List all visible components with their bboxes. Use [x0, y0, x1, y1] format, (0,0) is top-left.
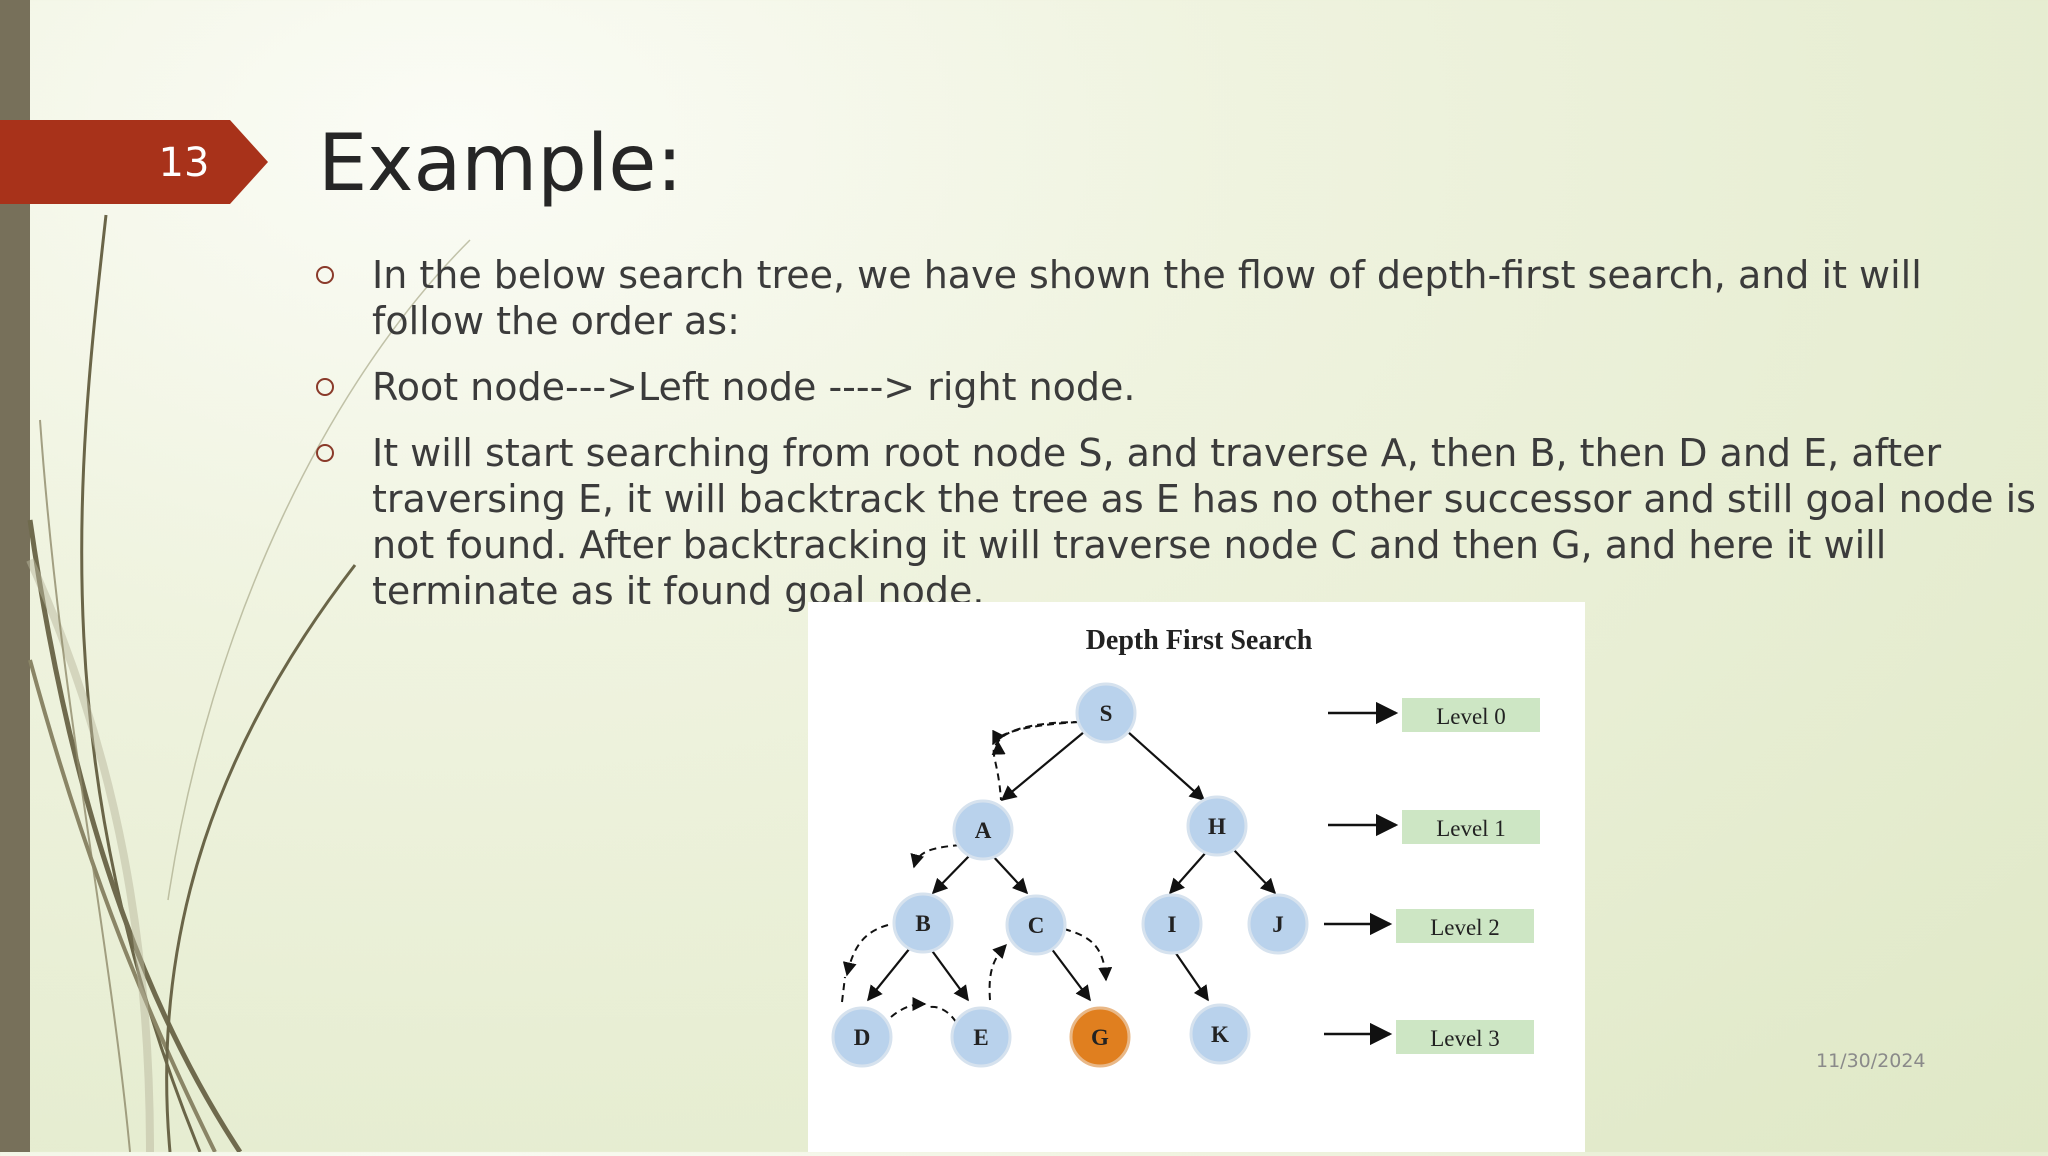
- bullet-text: In the below search tree, we have shown …: [372, 253, 1922, 343]
- tree-node-a: A: [952, 799, 1014, 861]
- node-label: C: [1028, 913, 1045, 938]
- tree-node-j: J: [1247, 893, 1309, 955]
- tree-node-d: D: [831, 1006, 893, 1068]
- dfs-tree-diagram: Depth First Search: [831, 625, 1540, 1068]
- bullet-item: In the below search tree, we have shown …: [316, 252, 2036, 344]
- tree-nodes: S A H B C I J: [831, 682, 1309, 1068]
- tree-node-b: B: [892, 892, 954, 954]
- circle-bullet-icon: [316, 444, 334, 462]
- tree-edges: [867, 731, 1277, 1002]
- tree-node-k: K: [1189, 1003, 1251, 1065]
- tree-node-g-goal: G: [1069, 1006, 1131, 1068]
- node-label: S: [1100, 701, 1113, 726]
- level-0-indicator: Level 0: [1328, 698, 1540, 732]
- circle-bullet-icon: [316, 266, 334, 284]
- slide-title: Example:: [318, 119, 683, 209]
- level-label: Level 1: [1436, 816, 1506, 841]
- level-1-indicator: Level 1: [1328, 810, 1540, 844]
- node-label: K: [1211, 1022, 1229, 1047]
- bullet-text: It will start searching from root node S…: [372, 431, 2036, 613]
- slide-number: 13: [158, 140, 210, 186]
- level-2-indicator: Level 2: [1324, 909, 1534, 943]
- level-indicators: Level 0 Level 1 Level 2 Level 3: [1324, 698, 1540, 1054]
- level-label: Level 0: [1436, 704, 1506, 729]
- dfs-traversal-path: [841, 721, 1113, 1023]
- level-label: Level 3: [1430, 1026, 1500, 1051]
- node-label: H: [1208, 814, 1226, 839]
- tree-node-i: I: [1141, 893, 1203, 955]
- level-3-indicator: Level 3: [1324, 1020, 1534, 1054]
- tree-node-s: S: [1075, 682, 1137, 744]
- bullet-text: Root node--->Left node ----> right node.: [372, 365, 1136, 409]
- node-label: I: [1168, 912, 1177, 937]
- decorative-grass-strokes: [26, 214, 471, 1152]
- bullet-list: In the below search tree, we have shown …: [316, 252, 2036, 634]
- node-label: G: [1091, 1025, 1109, 1050]
- node-label: E: [973, 1025, 988, 1050]
- tree-node-h: H: [1186, 795, 1248, 857]
- tree-node-c: C: [1005, 894, 1067, 956]
- dfs-figure: Depth First Search: [808, 602, 1585, 1152]
- bullet-item: Root node--->Left node ----> right node.: [316, 364, 2036, 410]
- bullet-item: It will start searching from root node S…: [316, 430, 2036, 614]
- node-label: A: [975, 818, 992, 843]
- circle-bullet-icon: [316, 378, 334, 396]
- level-label: Level 2: [1430, 915, 1500, 940]
- tree-node-e: E: [950, 1006, 1012, 1068]
- slide-number-tab: [0, 120, 268, 204]
- node-label: J: [1272, 912, 1284, 937]
- slide-date: 11/30/2024: [1816, 1050, 1926, 1072]
- node-label: D: [854, 1025, 871, 1050]
- node-label: B: [915, 911, 930, 936]
- figure-title: Depth First Search: [1086, 625, 1313, 656]
